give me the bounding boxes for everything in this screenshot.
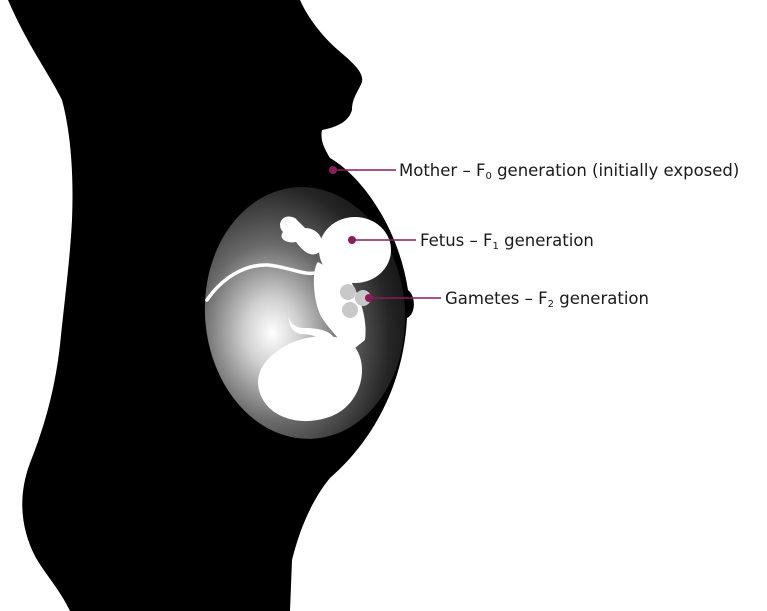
mother-subscript: 0 [485,171,491,182]
mother-suffix: generation (initially exposed) [497,161,739,180]
fetus-label: Fetus – F1 generation [420,233,594,250]
gametes-subscript: 2 [548,299,554,310]
gametes-dash: – [525,289,533,308]
mother-dash: – [462,161,470,180]
fetus-generation: F [483,231,493,250]
gametes-suffix: generation [559,289,649,308]
gametes-label: Gametes – F2 generation [445,291,649,308]
fetus-name: Fetus [420,231,464,250]
gametes-generation: F [538,289,548,308]
fetus-suffix: generation [504,231,594,250]
gametes-name: Gametes [445,289,519,308]
mother-name: Mother [399,161,457,180]
fetus-subscript: 1 [493,241,499,252]
fetus-dash: – [470,231,478,250]
mother-label: Mother – F0 generation (initially expose… [399,163,739,180]
